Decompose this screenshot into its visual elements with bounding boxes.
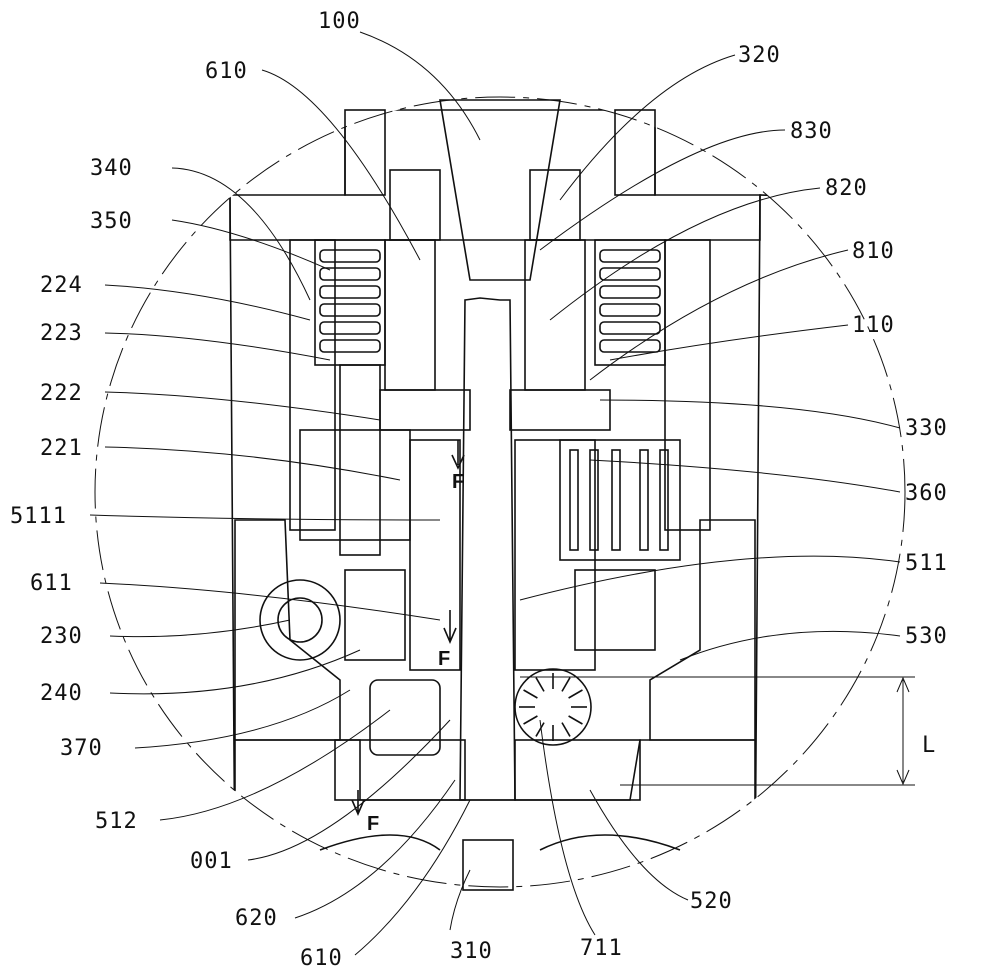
force-label: F: [452, 471, 464, 493]
reference-numeral-511: 511: [905, 551, 948, 576]
leader-line: [105, 333, 330, 360]
force-label: F: [367, 813, 379, 835]
reference-numeral-830: 830: [790, 119, 833, 144]
leader-line: [450, 870, 470, 930]
leader-line: [520, 556, 900, 600]
gear-tooth: [569, 716, 583, 724]
spring-coil: [600, 286, 660, 298]
gear-tooth: [536, 678, 544, 692]
internal-parts: [260, 100, 710, 890]
roller: [570, 450, 578, 550]
spring-coil: [320, 304, 380, 316]
reference-numeral-310: 310: [450, 939, 493, 964]
reference-numeral-5111: 5111: [10, 504, 67, 529]
leader-line: [540, 720, 595, 935]
leader-line: [360, 32, 480, 140]
reference-numeral-611: 611: [30, 571, 73, 596]
reference-numeral-370: 370: [60, 736, 103, 761]
reference-numeral-512: 512: [95, 809, 138, 834]
reference-numeral-620: 620: [235, 906, 278, 931]
gear-tooth: [524, 716, 538, 724]
roller: [590, 450, 598, 550]
reference-numerals: 100 610 320 830 820 810 110 340 350 224 223 222 221 5…: [10, 9, 948, 971]
reference-numeral-810: 810: [852, 239, 895, 264]
reference-numeral-224: 224: [40, 273, 83, 298]
leader-line: [172, 220, 330, 270]
roller: [640, 450, 648, 550]
reference-numeral-320: 320: [738, 43, 781, 68]
spring-coil: [600, 250, 660, 262]
leader-line: [100, 583, 440, 620]
gear-tooth: [536, 723, 544, 737]
spring-coil: [600, 322, 660, 334]
reference-numeral-820: 820: [825, 176, 868, 201]
reference-numeral-340: 340: [90, 156, 133, 181]
leader-line: [610, 325, 848, 360]
leader-line: [262, 70, 420, 260]
reference-numeral-001: 001: [190, 849, 233, 874]
spring-coil: [320, 286, 380, 298]
roller: [612, 450, 620, 550]
reference-numeral-240: 240: [40, 681, 83, 706]
reference-numeral-230: 230: [40, 624, 83, 649]
leader-line: [90, 515, 440, 520]
leader-line: [550, 188, 820, 320]
reference-numeral-222: 222: [40, 381, 83, 406]
reference-numeral-520: 520: [690, 889, 733, 914]
gear-tooth: [524, 690, 538, 698]
spring-coil: [600, 268, 660, 280]
leader-line: [105, 392, 380, 420]
reference-numeral-610: 610: [205, 59, 248, 84]
reference-numeral-350: 350: [90, 209, 133, 234]
leader-line: [105, 447, 400, 480]
spring-coil: [320, 322, 380, 334]
gear-tooth: [562, 723, 570, 737]
leader-line: [680, 631, 900, 660]
housing-section: [90, 110, 910, 890]
leader-line: [160, 710, 390, 820]
leader-line: [540, 130, 785, 250]
reference-numeral-711: 711: [580, 936, 623, 961]
reference-numeral-330: 330: [905, 416, 948, 441]
reference-numeral-223: 223: [40, 321, 83, 346]
detail-circle: [95, 97, 905, 887]
reference-numeral-530: 530: [905, 624, 948, 649]
reference-numeral-610: 610: [300, 946, 343, 971]
spring-coil: [600, 304, 660, 316]
leader-line: [105, 285, 310, 320]
block-310: [463, 840, 513, 890]
force-arrows: F F F: [352, 440, 464, 835]
reference-numeral-221: 221: [40, 436, 83, 461]
spring-coil: [320, 250, 380, 262]
dimension-label-L: L: [922, 733, 936, 758]
gear-tooth: [569, 690, 583, 698]
lead-screw: [460, 298, 515, 800]
gear-tooth: [562, 678, 570, 692]
leader-line: [590, 790, 688, 900]
leader-line: [590, 250, 848, 380]
reference-numeral-360: 360: [905, 481, 948, 506]
spring-coil: [600, 340, 660, 352]
leader-line: [600, 400, 900, 428]
force-label: F: [438, 648, 450, 670]
reference-numeral-110: 110: [852, 313, 895, 338]
leader-line: [590, 460, 900, 492]
spring-coil: [320, 340, 380, 352]
reference-numeral-100: 100: [318, 9, 361, 34]
